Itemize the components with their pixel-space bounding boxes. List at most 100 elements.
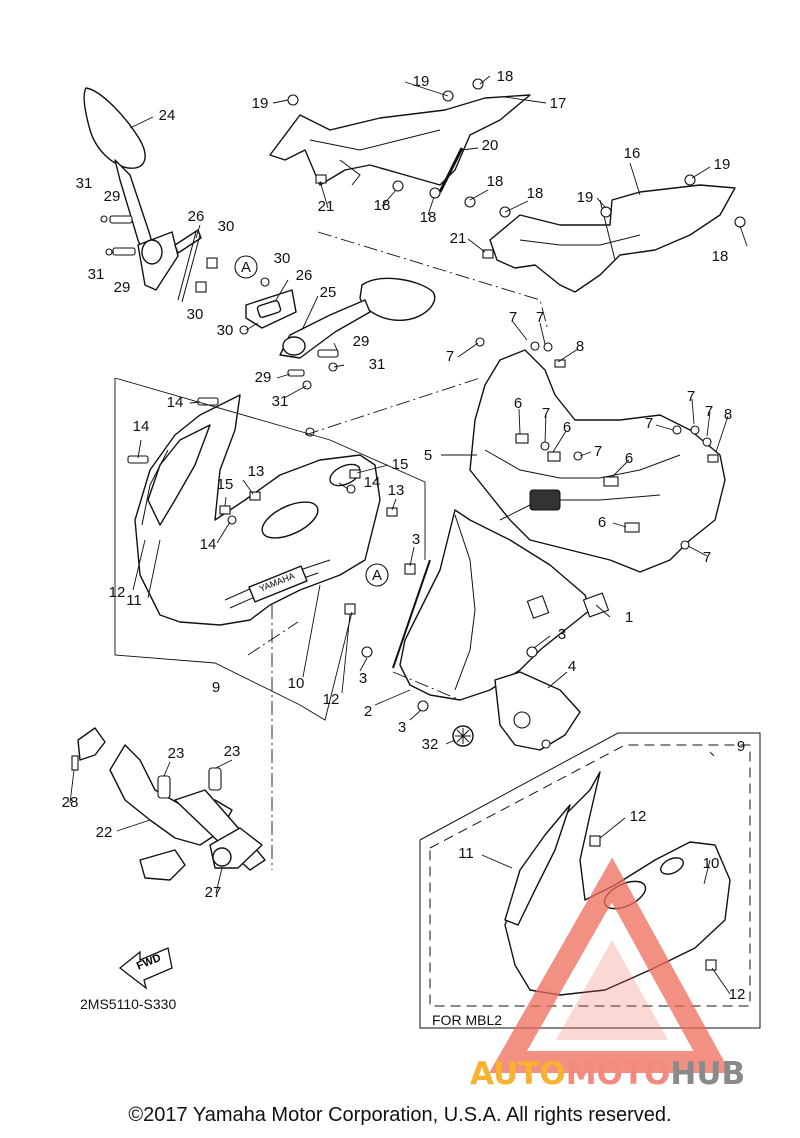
callout-13: 13 (388, 482, 405, 499)
callout-8: 8 (576, 338, 584, 355)
callout-7: 7 (645, 415, 653, 432)
gasket-part-26-center (245, 289, 297, 329)
grommet-part-32 (452, 725, 474, 747)
bracket-part-4 (494, 671, 581, 751)
callout-labels: 24 31 29 31 29 26 30 30 30 26 25 30 29 3… (62, 68, 746, 1003)
copyright-notice: ©2017 Yamaha Motor Corporation, U.S.A. A… (128, 1104, 672, 1126)
watermark-part-moto: MOTO (565, 1056, 671, 1092)
callout-19: 19 (577, 189, 594, 206)
bolts-29-31-left (100, 215, 218, 293)
callout-6: 6 (625, 450, 633, 467)
callout-29: 29 (114, 279, 131, 296)
bolts-part-23 (157, 767, 222, 799)
variant-label: FOR MBL2 (432, 1012, 503, 1028)
callout-10: 10 (288, 675, 305, 692)
callout-13: 13 (248, 463, 265, 480)
ref-marker-a-label: A (372, 567, 382, 584)
ref-marker-a-bottom: A (365, 563, 389, 587)
callout-15: 15 (392, 456, 409, 473)
callout-26: 26 (296, 267, 313, 284)
callout-15: 15 (217, 476, 234, 493)
leader-lines (69, 75, 748, 995)
callout-9: 9 (212, 679, 220, 696)
callout-12: 12 (109, 584, 126, 601)
group-bracket-lines (114, 377, 426, 721)
callout-3: 3 (412, 531, 420, 548)
callout-1: 1 (625, 609, 633, 626)
callout-4: 4 (568, 658, 576, 675)
callout-14: 14 (200, 536, 217, 553)
callout-18: 18 (527, 185, 544, 202)
callout-9: 9 (737, 738, 745, 755)
inner-fairing-part-5 (469, 337, 726, 573)
callout-11: 11 (126, 592, 142, 609)
ref-marker-a-label: A (241, 259, 251, 276)
callout-7: 7 (703, 549, 711, 566)
windshield-part-2 (361, 509, 610, 712)
callout-25: 24 (159, 107, 176, 124)
callout-7: 7 (705, 403, 713, 420)
gasket-part-26-left (174, 229, 202, 303)
callout-6: 6 (563, 419, 571, 436)
callout-3: 3 (398, 719, 406, 736)
callout-7: 7 (509, 309, 517, 326)
callout-17: 17 (550, 95, 567, 112)
callout-18: 18 (497, 68, 514, 85)
callout-23: 23 (168, 745, 185, 762)
callout-12: 12 (729, 986, 746, 1003)
watermark-wordmark: AUTOMOTOHUB (470, 1056, 745, 1092)
callout-28: 28 (62, 794, 79, 811)
callout-21: 21 (450, 230, 467, 247)
callout-29: 29 (353, 333, 370, 350)
callout-7: 7 (446, 348, 454, 365)
callout-19: 19 (413, 73, 430, 90)
watermark-triangle-icon (489, 857, 731, 1073)
callout-18: 18 (487, 173, 504, 190)
fasteners-18-19-21 (287, 78, 746, 259)
bracket-part-28 (71, 727, 106, 771)
callout-10: 10 (703, 855, 720, 872)
drawing-code: 2MS5110-S330 (80, 996, 177, 1012)
callout-14: 14 (133, 418, 150, 435)
callout-7: 7 (594, 443, 602, 460)
watermark-part-auto: AUTO (470, 1056, 566, 1092)
callout-31: 31 (88, 266, 105, 283)
callout-3: 3 (359, 670, 367, 687)
callout-18: 18 (374, 197, 391, 214)
callout-32: 32 (422, 736, 439, 753)
ref-marker-a-top: A (234, 255, 258, 279)
callout-7: 7 (536, 309, 544, 326)
callout-19: 19 (252, 95, 269, 112)
callout-27: 27 (205, 884, 222, 901)
callout-6: 6 (598, 514, 606, 531)
callout-31: 31 (76, 175, 93, 192)
mirror-part-25 (83, 87, 179, 291)
callout-18: 18 (420, 209, 437, 226)
callout-12: 12 (630, 808, 647, 825)
damper-part-27 (209, 827, 263, 869)
callout-12: 12 (323, 691, 340, 708)
callout-11: 11 (458, 845, 474, 862)
callout-16: 16 (624, 145, 641, 162)
callout-5: 5 (424, 447, 432, 464)
callout-31: 31 (272, 393, 289, 410)
callout-30: 30 (218, 218, 235, 235)
callout-29: 29 (104, 188, 121, 205)
forward-arrow-icon: FWD (118, 947, 173, 990)
callout-26: 26 (188, 208, 205, 225)
alignment-lines (247, 231, 549, 870)
callout-2: 2 (364, 703, 372, 720)
callout-21: 21 (318, 198, 335, 215)
watermark-part-hub: HUB (670, 1056, 746, 1092)
callout-19: 19 (714, 156, 731, 173)
callout-30: 30 (274, 250, 291, 267)
callout-6: 6 (514, 395, 522, 412)
callout-29: 29 (255, 369, 272, 386)
callout-30: 30 (217, 322, 234, 339)
callout-23: 23 (224, 743, 241, 760)
callout-24: 25 (320, 284, 337, 301)
callout-30: 30 (187, 306, 204, 323)
callout-3: 3 (558, 626, 566, 643)
